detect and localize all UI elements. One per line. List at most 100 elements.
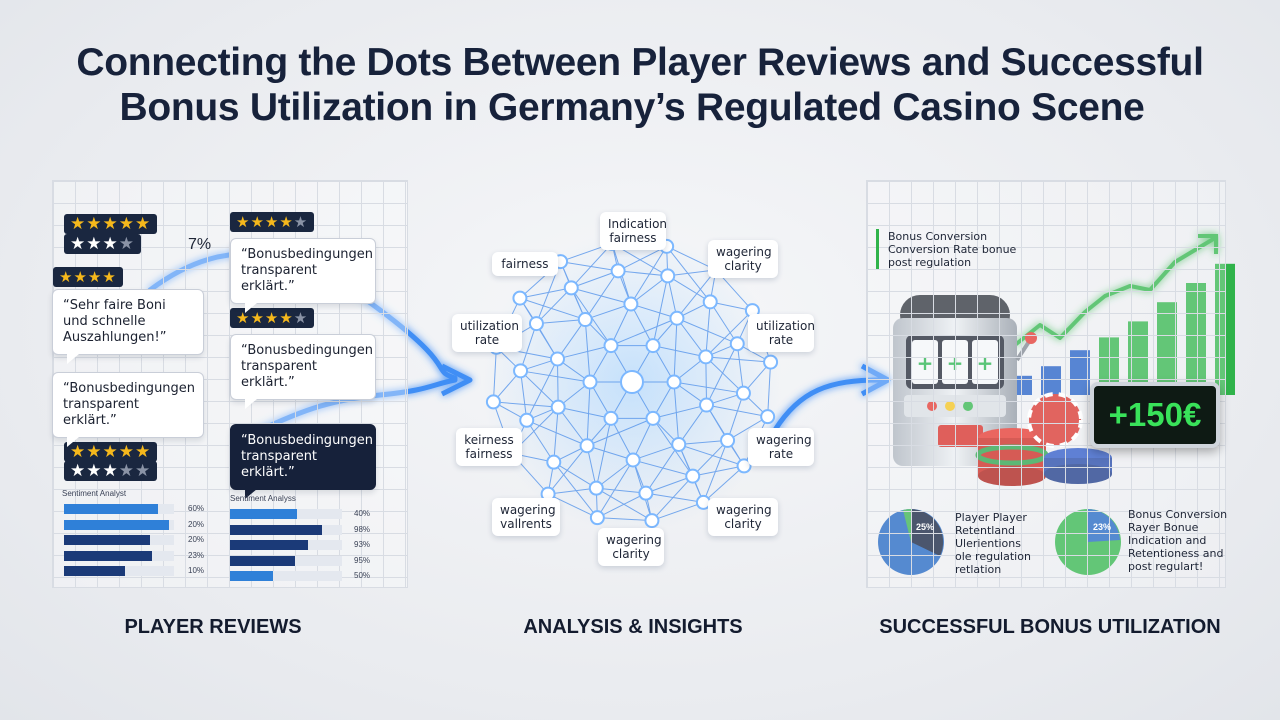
sentiment_left-bar-2: [64, 519, 174, 530]
network-edge: [767, 362, 772, 417]
network-center-node: [620, 370, 644, 394]
network-edge: [678, 443, 745, 467]
network-node: [579, 438, 595, 454]
sentiment_right-bar-fill: [230, 540, 309, 550]
sentiment_right-bar-3: [230, 540, 342, 550]
pie-1-text: Player Player Retentland Ulerientions ol…: [955, 511, 1031, 576]
pie-1-percent: 25%: [916, 522, 935, 532]
network-edge: [596, 487, 653, 522]
section-title-analysis: ANALYSIS & INSIGHTS: [523, 616, 743, 638]
rating-stars-2-filled: ★★★: [70, 234, 119, 254]
network-node: [736, 458, 752, 474]
sentiment_left-bar-3: [64, 535, 174, 545]
title-line-1: Connecting the Dots Between Player Revie…: [76, 41, 1204, 84]
pie-2-text: Bonus Conversion Rayer Bonue Indication …: [1128, 508, 1228, 573]
sentiment_left-bar-1: [64, 504, 174, 514]
network-node: [589, 510, 605, 526]
network-edge: [557, 345, 612, 360]
network-edge: [493, 401, 559, 408]
sentiment_left-bar-percent: 20%: [188, 535, 205, 544]
analysis-label-3: wagering clarity: [708, 240, 778, 278]
network-edge: [586, 417, 654, 447]
network-edge: [705, 356, 771, 363]
network-edge: [536, 319, 586, 325]
sentiment_right-bar-percent: 98%: [354, 524, 371, 534]
rating-stars-1: ★★★★★: [64, 214, 158, 234]
network-edge: [705, 310, 753, 358]
network-node: [699, 397, 715, 413]
sentiment_right-bar-fill: [230, 509, 298, 519]
network-node: [519, 412, 535, 428]
network-edge: [610, 418, 634, 461]
network-edge: [558, 406, 612, 419]
network-node: [645, 410, 661, 426]
sentiment_right-bar-percent: 40%: [354, 509, 371, 518]
title-line-2: Bonus Utilization in Germany’s Regulated…: [119, 86, 1145, 129]
sentiment_left-bar-percent: 20%: [188, 519, 205, 529]
network-edge: [630, 303, 654, 346]
analysis-label-8: wagering vallrents: [492, 498, 560, 536]
sentiment_right-bar-2: [230, 524, 342, 535]
review-bubble-1: “Bonusbedingungen transparent erklärt.”: [230, 238, 376, 313]
network-edge: [571, 287, 632, 305]
sentiment_left-bar-fill: [64, 519, 169, 530]
sentiment_left-bar-4: [64, 550, 174, 561]
conversion-legend-text: Bonus Conversion Conversion Rate bonue p…: [888, 230, 1017, 269]
network-edge: [526, 420, 555, 463]
network-edge: [632, 443, 679, 461]
network-node: [582, 374, 598, 390]
network-node: [702, 294, 718, 310]
network-edge: [667, 275, 711, 303]
sentiment_right-bar-4: [230, 555, 342, 566]
network-edge: [632, 418, 654, 461]
analysis-label-9: wagering clarity: [708, 498, 778, 536]
network-edge: [547, 445, 588, 495]
rating-stars-7: ★★★★★: [64, 461, 158, 481]
review-bubble-5: “Bonusbedingungen transparent erklärt.”: [230, 424, 376, 499]
network-edge: [630, 275, 669, 305]
network-node: [698, 349, 714, 365]
analysis-label-7: wagering rate: [748, 428, 814, 466]
network-edge: [520, 323, 537, 371]
network-edge: [678, 404, 707, 445]
network-node: [603, 410, 619, 426]
network-edge: [652, 345, 706, 358]
network-node: [513, 363, 529, 379]
rating-stars-7-filled: ★★★: [70, 461, 119, 481]
network-edge: [727, 393, 744, 441]
rating-stars-6-filled: ★★★★★: [70, 442, 152, 462]
network-edge: [557, 319, 586, 360]
flow-arrow-right: [772, 377, 883, 433]
network-edge: [645, 475, 693, 494]
network-edge: [652, 275, 669, 346]
network-edge: [556, 358, 559, 408]
network-edge: [526, 419, 588, 447]
network-edge: [692, 465, 745, 477]
network-edge: [597, 517, 652, 522]
sentiment_left-bar-5: [64, 566, 174, 576]
sentiment_right-bar-fill: [230, 555, 295, 566]
sentiment_right-bar-percent: 95%: [354, 555, 371, 565]
sentiment_left-bar-fill: [64, 550, 152, 561]
network-node: [638, 485, 654, 501]
network-edge: [645, 492, 704, 503]
network-node: [644, 513, 660, 529]
network-edge: [667, 269, 716, 277]
network-node: [528, 316, 544, 332]
network-node: [660, 268, 676, 284]
bonus-amount-badge: +150€: [1090, 382, 1220, 448]
network-edge: [617, 245, 667, 272]
network-edge: [526, 358, 558, 421]
network-edge: [586, 445, 634, 461]
network-edge: [651, 501, 704, 522]
network-edge: [630, 246, 668, 305]
sentiment_left-bar-fill: [64, 566, 125, 576]
network-edge: [630, 303, 678, 319]
network-edge: [595, 459, 634, 489]
network-node: [588, 480, 604, 496]
network-edge: [586, 381, 591, 446]
sentiment_right-bar-percent: 50%: [354, 571, 371, 580]
utilization-panel: [866, 180, 1226, 588]
review-bubble-3: “Bonusbedingungen transparent erklärt.”: [230, 334, 376, 409]
network-edge: [705, 356, 708, 406]
